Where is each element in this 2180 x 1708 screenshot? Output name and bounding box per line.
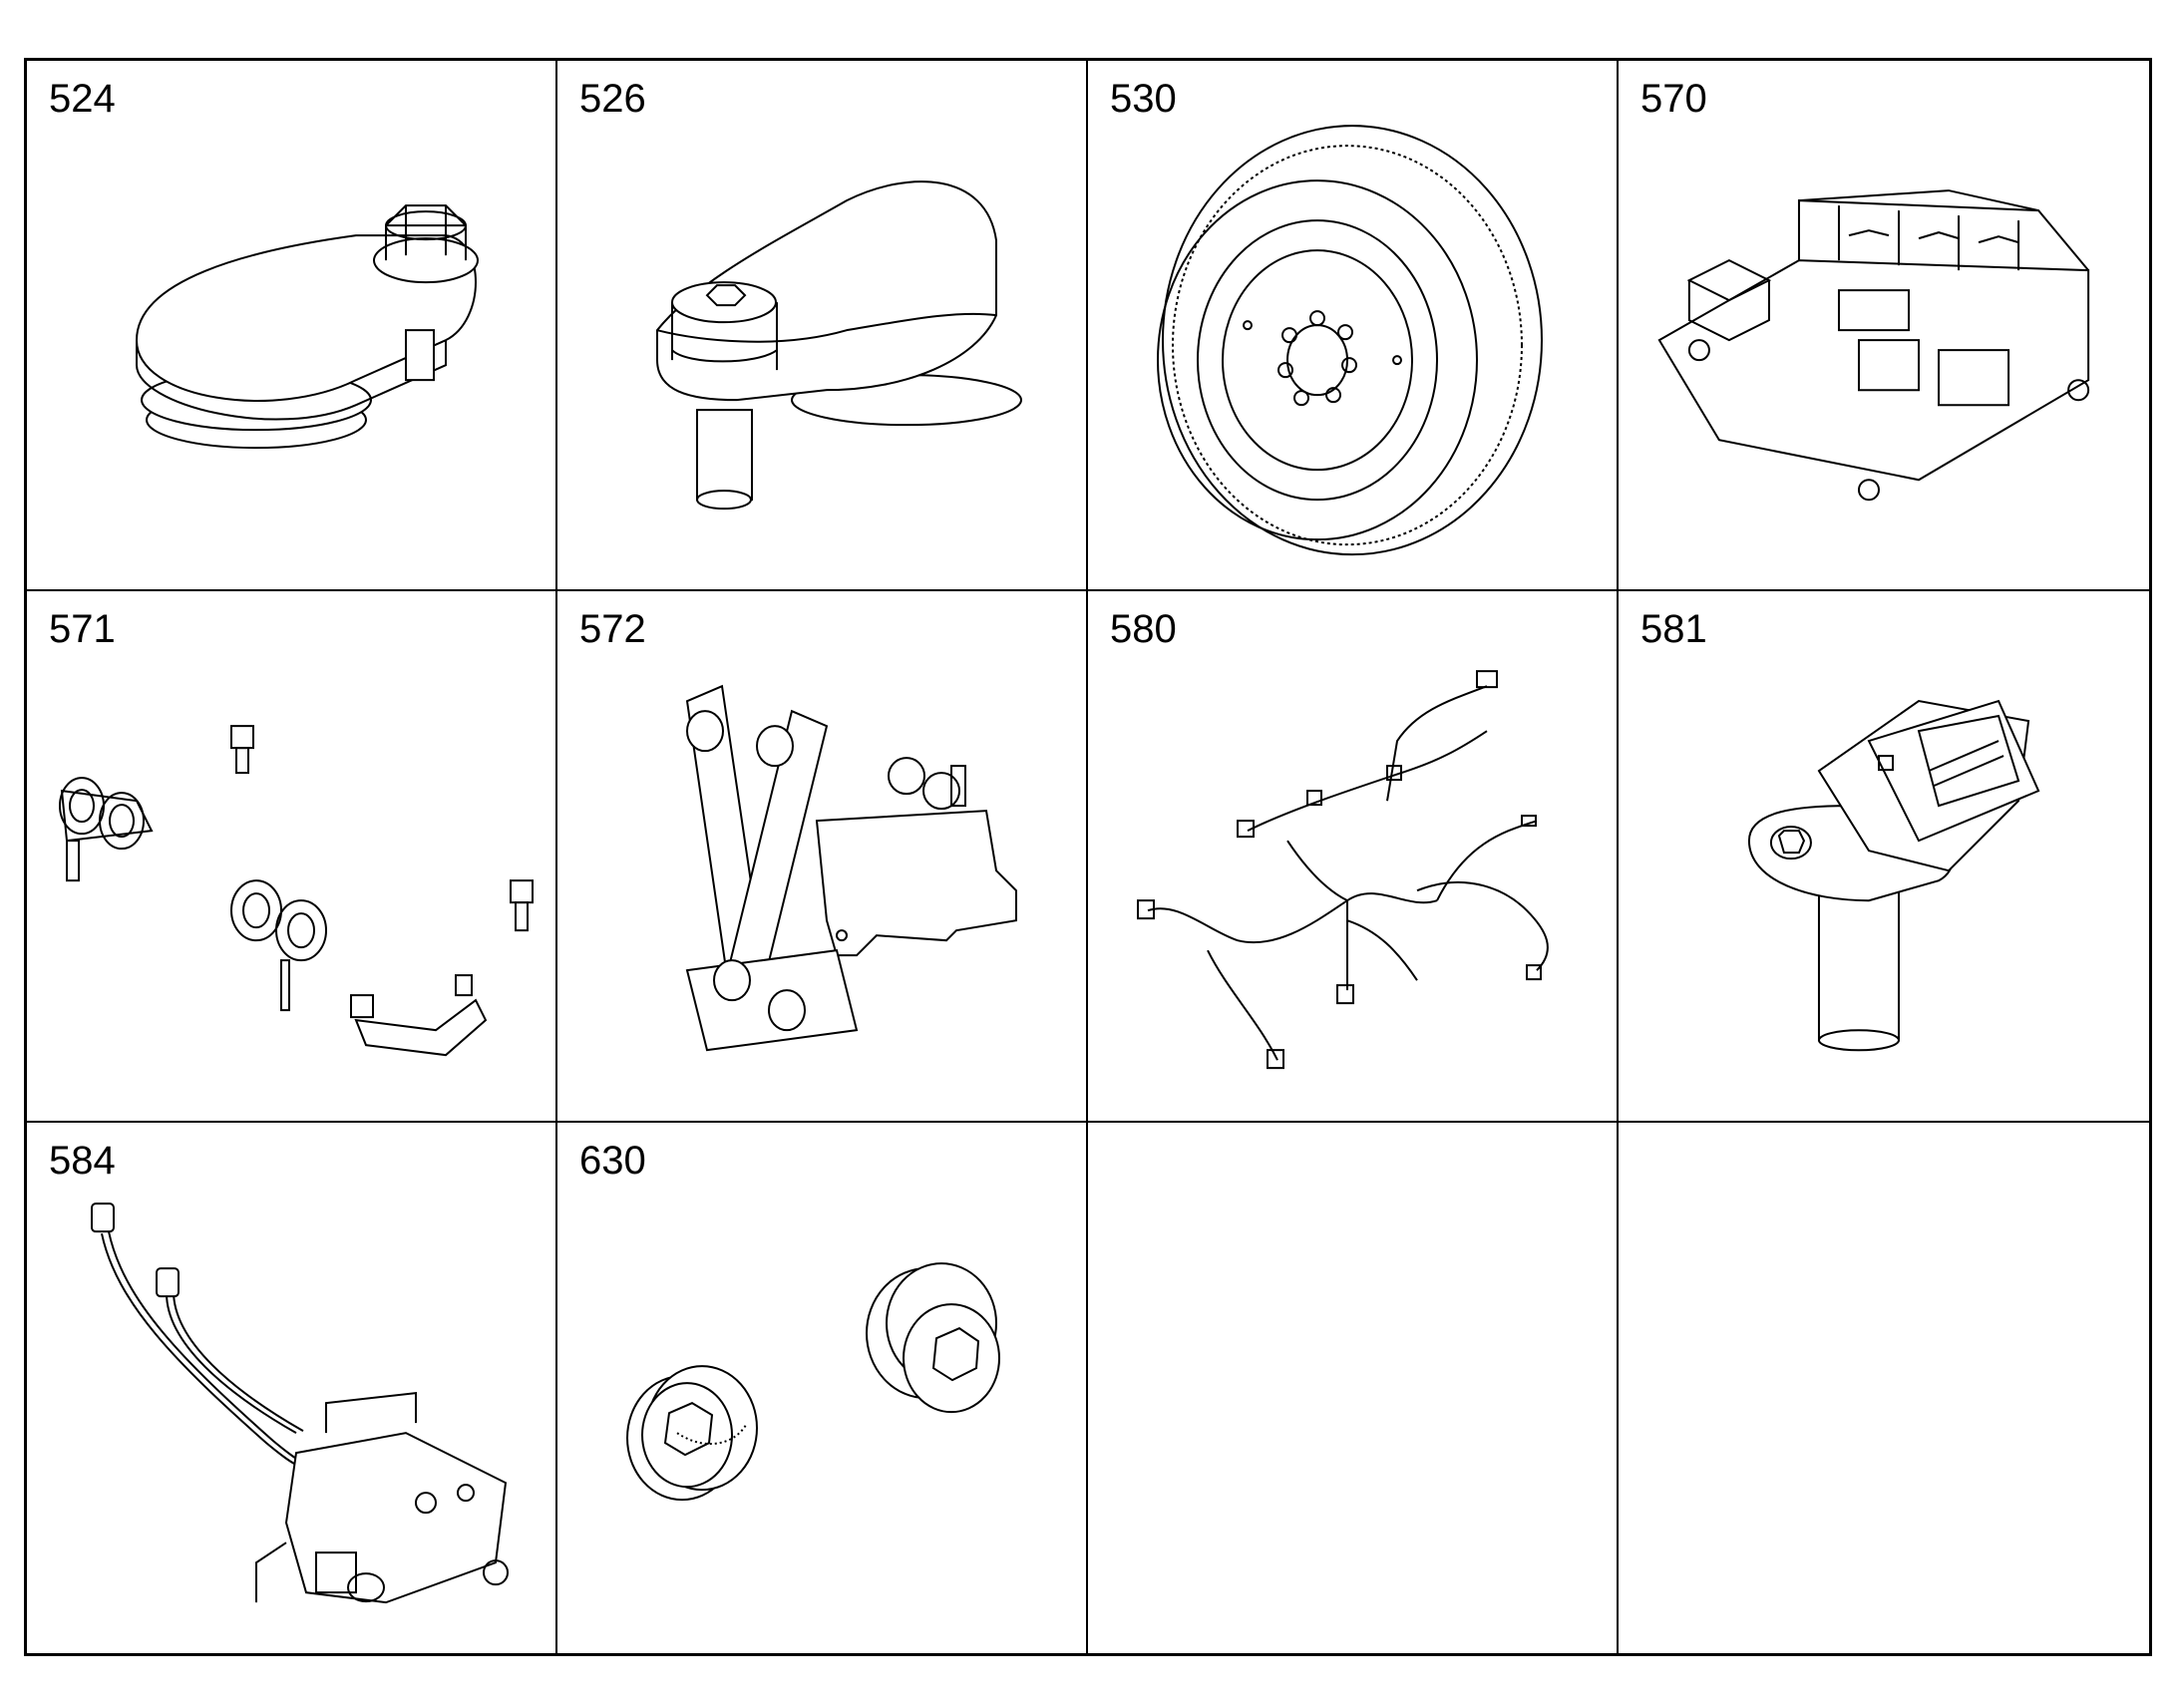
clamp-set-icon	[27, 591, 555, 1120]
speed-sensor-icon	[1619, 591, 2149, 1120]
part-cell-530[interactable]: 530	[1088, 61, 1619, 592]
flywheel-icon	[1088, 61, 1617, 589]
part-number: 570	[1640, 77, 1707, 121]
part-cell-570[interactable]: 570	[1619, 61, 2149, 592]
wiring-harness-icon	[1088, 591, 1617, 1120]
part-number: 524	[49, 77, 116, 121]
part-number: 580	[1110, 607, 1177, 652]
screw-plug-icon	[557, 1123, 1086, 1653]
part-cell-524[interactable]: 524	[27, 61, 557, 592]
sensor-line-assembly-icon	[27, 1123, 555, 1653]
mounting-bracket-icon	[557, 591, 1086, 1120]
eccentric-cover-icon	[557, 61, 1086, 589]
part-cell-571[interactable]: 571	[27, 591, 557, 1123]
part-number: 526	[579, 77, 646, 121]
part-cell-580[interactable]: 580	[1088, 591, 1619, 1123]
part-cell-584[interactable]: 584	[27, 1122, 557, 1653]
drive-gear-cover-icon	[27, 61, 555, 589]
part-cell-572[interactable]: 572	[557, 591, 1088, 1123]
part-number: 530	[1110, 77, 1177, 121]
parts-grid: 524 526 530	[24, 58, 2152, 1656]
empty-cell	[1619, 1123, 2149, 1653]
part-number: 571	[49, 607, 116, 652]
part-number: 581	[1640, 607, 1707, 652]
part-cell-581[interactable]: 581	[1619, 591, 2149, 1123]
control-unit-icon	[1619, 61, 2149, 589]
part-number: 584	[49, 1138, 116, 1183]
part-cell-630[interactable]: 630	[557, 1122, 1088, 1653]
part-cell-526[interactable]: 526	[557, 61, 1088, 592]
part-number: 630	[579, 1138, 646, 1183]
part-number: 572	[579, 607, 646, 652]
empty-cell	[1088, 1122, 1619, 1653]
